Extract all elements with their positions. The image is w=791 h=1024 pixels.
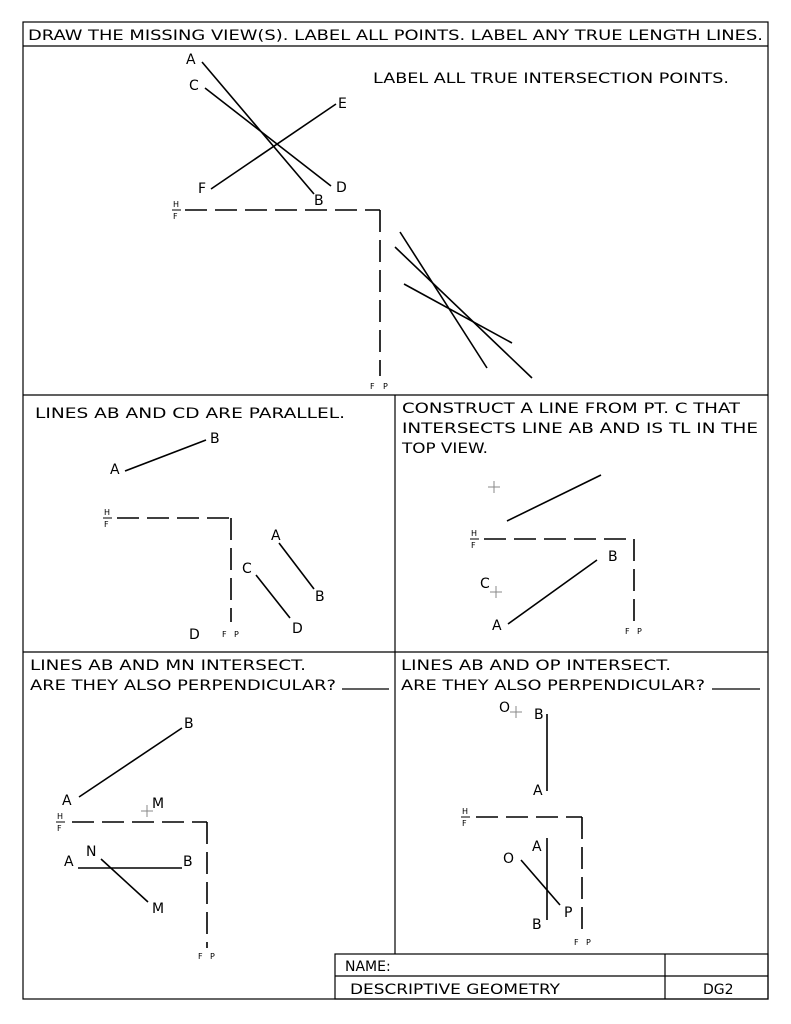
- line-ab-top: [201, 61, 315, 195]
- problem-3-panel: CONSTRUCT A LINE FROM PT. C THAT INTERSE…: [401, 401, 758, 636]
- problem-5-panel: LINES AB AND OP INTERSECT. ARE THEY ALSO…: [401, 658, 760, 947]
- point-a-label: A: [492, 618, 502, 634]
- point-a-front-label: A: [64, 854, 74, 870]
- fold-h-label: H: [173, 200, 179, 209]
- problem-3-instruction-line2: INTERSECTS LINE AB AND IS TL IN THE: [402, 421, 758, 437]
- profile-line-2: [394, 246, 533, 379]
- point-a-top-label: A: [62, 793, 72, 809]
- point-b-top-label: B: [534, 707, 544, 723]
- point-d-profile-label: D: [292, 621, 303, 637]
- title-block: NAME: DESCRIPTIVE GEOMETRY DG2: [334, 953, 769, 1000]
- profile-line-1: [399, 231, 488, 369]
- line-ab-top: [124, 439, 207, 472]
- problem-4-instruction-line1: LINES AB AND MN INTERSECT.: [30, 658, 306, 674]
- problem-4-instruction-line2: ARE THEY ALSO PERPENDICULAR?: [30, 678, 336, 694]
- point-o-front-label: O: [503, 851, 514, 867]
- line-ab-front: [507, 559, 598, 625]
- point-m-top-label: M: [152, 796, 164, 812]
- fold-h-label: H: [471, 529, 477, 538]
- line-cd-top: [204, 87, 332, 187]
- point-c-profile-label: C: [242, 561, 252, 577]
- point-o-top-label: O: [499, 700, 510, 716]
- line-mn-front: [100, 858, 149, 903]
- point-b-label: B: [608, 549, 618, 565]
- fold-f2-label: F: [574, 938, 579, 947]
- point-b-profile-label: B: [315, 589, 325, 605]
- line-op-front: [520, 859, 561, 906]
- point-c-top-marker: [488, 481, 500, 493]
- fold-f2-label: F: [625, 627, 630, 636]
- fold-p-label: P: [383, 382, 388, 391]
- line-ef-top: [210, 103, 337, 190]
- problem-2-instruction: LINES AB AND CD ARE PARALLEL.: [35, 406, 345, 422]
- problem-5-instruction-line1: LINES AB AND OP INTERSECT.: [401, 658, 671, 674]
- fold-f-label: F: [471, 541, 476, 550]
- fold-p-label: P: [210, 952, 215, 961]
- fold-f2-label: F: [198, 952, 203, 961]
- point-a-profile-label: A: [271, 528, 281, 544]
- line-ab-top: [78, 727, 183, 798]
- fold-f2-label: F: [370, 382, 375, 391]
- point-c-front-marker: [490, 586, 502, 598]
- line-cd-profile: [255, 574, 291, 619]
- problem-2-panel: LINES AB AND CD ARE PARALLEL. A B H F F …: [35, 406, 345, 643]
- point-a-front-label: A: [532, 839, 542, 855]
- point-m-front-label: M: [152, 901, 164, 917]
- sheet-frame: [22, 21, 769, 1000]
- point-f-label: F: [198, 181, 206, 197]
- point-b-top-label: B: [184, 716, 194, 732]
- line-ab-top: [506, 474, 602, 522]
- problem-4-panel: LINES AB AND MN INTERSECT. ARE THEY ALSO…: [30, 658, 389, 961]
- name-field[interactable]: [400, 957, 662, 974]
- point-d-front-label: D: [189, 627, 200, 643]
- fold-h-label: H: [104, 508, 110, 517]
- fold-p-label: P: [586, 938, 591, 947]
- course-title: DESCRIPTIVE GEOMETRY: [350, 982, 561, 998]
- name-label: NAME:: [345, 959, 391, 975]
- fold-f-label: F: [462, 819, 467, 828]
- point-o-top-marker: [510, 706, 522, 718]
- problem-3-instruction-line1: CONSTRUCT A LINE FROM PT. C THAT: [402, 401, 741, 417]
- fold-h-label: H: [57, 812, 63, 821]
- header-instruction: DRAW THE MISSING VIEW(S). LABEL ALL POIN…: [28, 28, 763, 44]
- problem-5-instruction-line2: ARE THEY ALSO PERPENDICULAR?: [401, 678, 705, 694]
- problem-1-instruction: LABEL ALL TRUE INTERSECTION POINTS.: [373, 71, 729, 87]
- point-c-label: C: [480, 576, 490, 592]
- fold-p-label: P: [637, 627, 642, 636]
- problem-1-panel: LABEL ALL TRUE INTERSECTION POINTS. A C …: [172, 52, 729, 391]
- profile-line-3: [403, 283, 513, 344]
- fold-f-label: F: [104, 520, 109, 529]
- line-ab-profile: [278, 542, 315, 590]
- point-d-label: D: [336, 180, 347, 196]
- point-b-label: B: [314, 193, 324, 209]
- point-b-front-label: B: [183, 854, 193, 870]
- point-p-front-label: P: [564, 905, 572, 921]
- problem-3-instruction-line3: TOP VIEW.: [401, 441, 488, 457]
- point-n-front-label: N: [86, 844, 96, 860]
- fold-p-label: P: [234, 630, 239, 639]
- fold-h-label: H: [462, 807, 468, 816]
- fold-f-label: F: [57, 824, 62, 833]
- point-a-top-label: A: [533, 783, 543, 799]
- point-a-top-label: A: [110, 462, 120, 478]
- point-b-top-label: B: [210, 431, 220, 447]
- fold-f-label: F: [173, 212, 178, 221]
- fold-f2-label: F: [222, 630, 227, 639]
- point-e-label: E: [338, 96, 347, 112]
- sheet-id: DG2: [703, 982, 734, 998]
- point-m-top-marker: [141, 805, 153, 817]
- point-a-label: A: [186, 52, 196, 68]
- point-c-label: C: [189, 78, 199, 94]
- point-b-front-label: B: [532, 917, 542, 933]
